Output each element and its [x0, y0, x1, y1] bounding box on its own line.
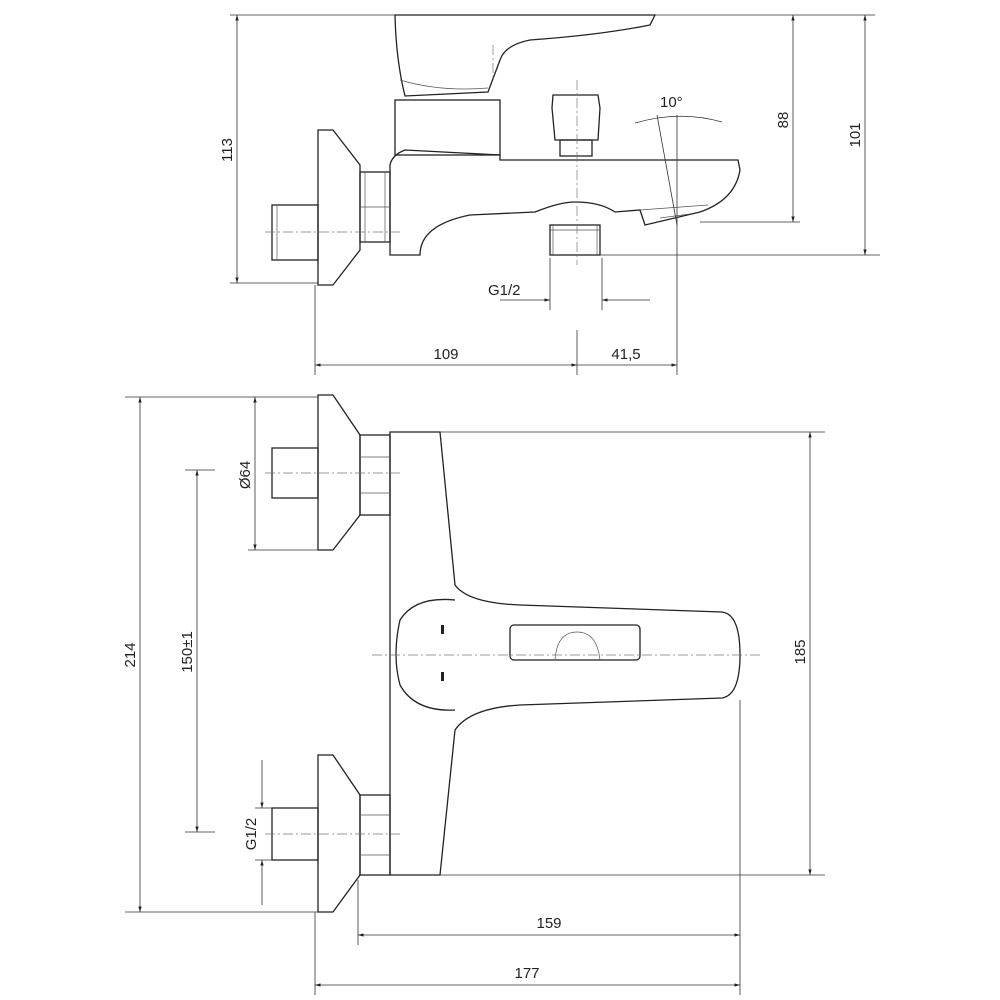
dim-41-5: 41,5	[611, 346, 640, 363]
wall-flange	[271, 129, 391, 286]
dim-150: 150±1	[179, 631, 196, 673]
lever-handle	[394, 14, 657, 97]
dim-inlet-thread: G1/2	[243, 818, 260, 851]
dim-angle: 10°	[660, 94, 683, 111]
dim-113: 113	[219, 138, 236, 162]
dim-185: 185	[792, 639, 809, 664]
dim-88: 88	[775, 112, 792, 129]
spout-body	[389, 149, 741, 256]
dim-214: 214	[122, 642, 139, 667]
dim-177: 177	[514, 965, 539, 982]
dim-outlet-thread: G1/2	[488, 282, 521, 299]
dim-101: 101	[847, 122, 864, 147]
lever-slot	[509, 624, 641, 661]
wall-flange-bottom	[271, 754, 391, 913]
wall-flange-top	[271, 394, 391, 551]
dim-diameter-64: Ø64	[237, 461, 254, 489]
lever-top	[395, 598, 456, 711]
side-view: 113 88 101 10° G1/2 109 41,5	[219, 14, 880, 375]
outlet-connector	[549, 224, 601, 256]
mixer-body	[389, 431, 741, 876]
dim-159: 159	[536, 915, 561, 932]
dim-109: 109	[433, 346, 458, 363]
cartridge-body	[394, 99, 501, 156]
top-view: 214 150±1 Ø64 185 G1/2 159 177	[122, 394, 825, 995]
diverter-knob	[551, 94, 601, 157]
